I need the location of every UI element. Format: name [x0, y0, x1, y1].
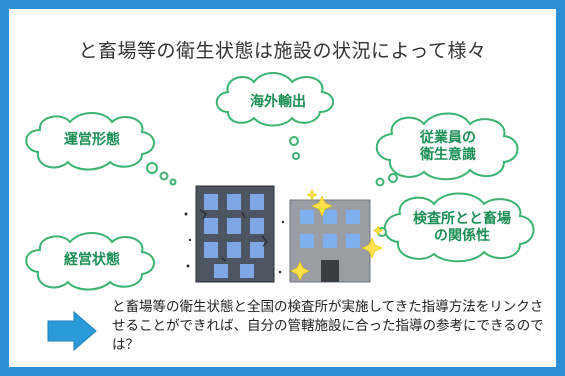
sparkle-icon [290, 189, 384, 281]
cloud-label-left-upper: 運営形態 [64, 132, 120, 148]
dirty-building-icon [184, 185, 285, 283]
cloud-label-left-lower: 経営状態 [64, 252, 120, 268]
thought-cloud-right-upper [375, 112, 519, 187]
thought-cloud-left-lower [25, 232, 155, 291]
cloud-label-right-upper: 従業員の 衛生意識 [420, 130, 476, 163]
cloud-label-right-lower: 検査所とと畜場 の関係性 [413, 211, 511, 244]
thought-cloud-top [215, 72, 334, 160]
summary-text: と畜場等の衛生状態と全国の検査所が実施してきた指導方法をリンクさせることができれ… [112, 299, 544, 353]
thought-cloud-left-upper [25, 112, 177, 186]
slide-title: と畜場等の衛生状態は施設の状況によって様々 [78, 40, 487, 62]
arrow-right-icon [47, 310, 97, 352]
cloud-label-top: 海外輸出 [250, 94, 306, 110]
